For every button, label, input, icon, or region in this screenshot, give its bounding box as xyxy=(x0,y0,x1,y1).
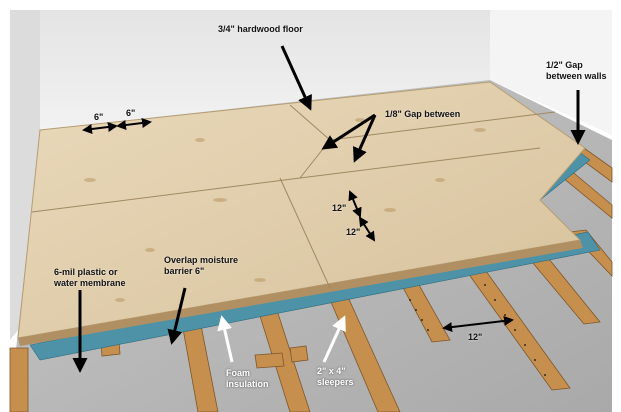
back-wall xyxy=(30,10,612,130)
label-overlap-barrier: Overlap moisture barrier 6" xyxy=(164,255,238,277)
dim-arrow-12-bottom xyxy=(358,216,376,242)
label-foam-insulation: Foam insulation xyxy=(226,368,269,390)
label-foam-line1: Foam xyxy=(226,368,251,378)
label-plastic-line2: water membrane xyxy=(54,278,126,288)
label-dim-12-sleepers: 12" xyxy=(468,332,483,342)
arrow-foam xyxy=(217,315,234,363)
sleeper-block-3 xyxy=(289,345,309,363)
panel-seams xyxy=(31,104,556,289)
dark-arrows xyxy=(72,45,586,373)
label-hardwood-floor: 3/4" hardwood floor xyxy=(218,24,303,34)
wood-grain xyxy=(84,118,486,302)
dim-arrow-6-left xyxy=(82,122,118,134)
label-sleepers-line1: 2" x 4" xyxy=(317,366,346,376)
label-gap-walls-line1: 1/2" Gap xyxy=(546,60,583,70)
plywood-subfloor xyxy=(17,81,586,346)
arrow-gap-between-1 xyxy=(321,113,376,150)
label-gap-walls: 1/2" Gap between walls xyxy=(546,60,607,82)
arrow-hardwood xyxy=(280,45,312,111)
sleeper-block-2 xyxy=(254,352,285,369)
label-overlap-line2: barrier 6" xyxy=(164,266,205,276)
label-plastic-membrane: 6-mil plastic or water membrane xyxy=(54,267,126,289)
label-dim-12-top: 12" xyxy=(332,203,347,213)
dim-arrow-12-top xyxy=(348,190,362,218)
label-gap-walls-line2: between walls xyxy=(546,71,607,81)
nail-rows xyxy=(409,284,546,376)
dimension-arrows xyxy=(82,118,514,333)
label-dim-6-right: 6" xyxy=(126,108,136,118)
arrow-overlap xyxy=(167,287,187,345)
right-wall xyxy=(490,10,612,135)
dim-arrow-12-sleepers xyxy=(442,315,514,333)
arrow-sleepers xyxy=(322,315,346,363)
label-gap-between: 1/8" Gap between xyxy=(385,109,461,119)
label-sleepers: 2" x 4" sleepers xyxy=(317,366,354,388)
plywood-edge xyxy=(18,240,583,346)
label-sleepers-line2: sleepers xyxy=(317,377,354,387)
label-dim-12-bottom: 12" xyxy=(346,227,361,237)
label-dim-6-left: 6" xyxy=(94,112,104,122)
sleeper-1 xyxy=(9,347,29,412)
label-overlap-line1: Overlap moisture xyxy=(164,255,239,265)
arrow-gap-between-2 xyxy=(353,114,377,163)
label-plastic-line1: 6-mil plastic or xyxy=(54,267,118,277)
left-wall xyxy=(10,10,40,340)
label-foam-line2: insulation xyxy=(226,379,269,389)
light-arrows xyxy=(217,315,346,363)
dim-arrow-6-right xyxy=(116,118,152,130)
